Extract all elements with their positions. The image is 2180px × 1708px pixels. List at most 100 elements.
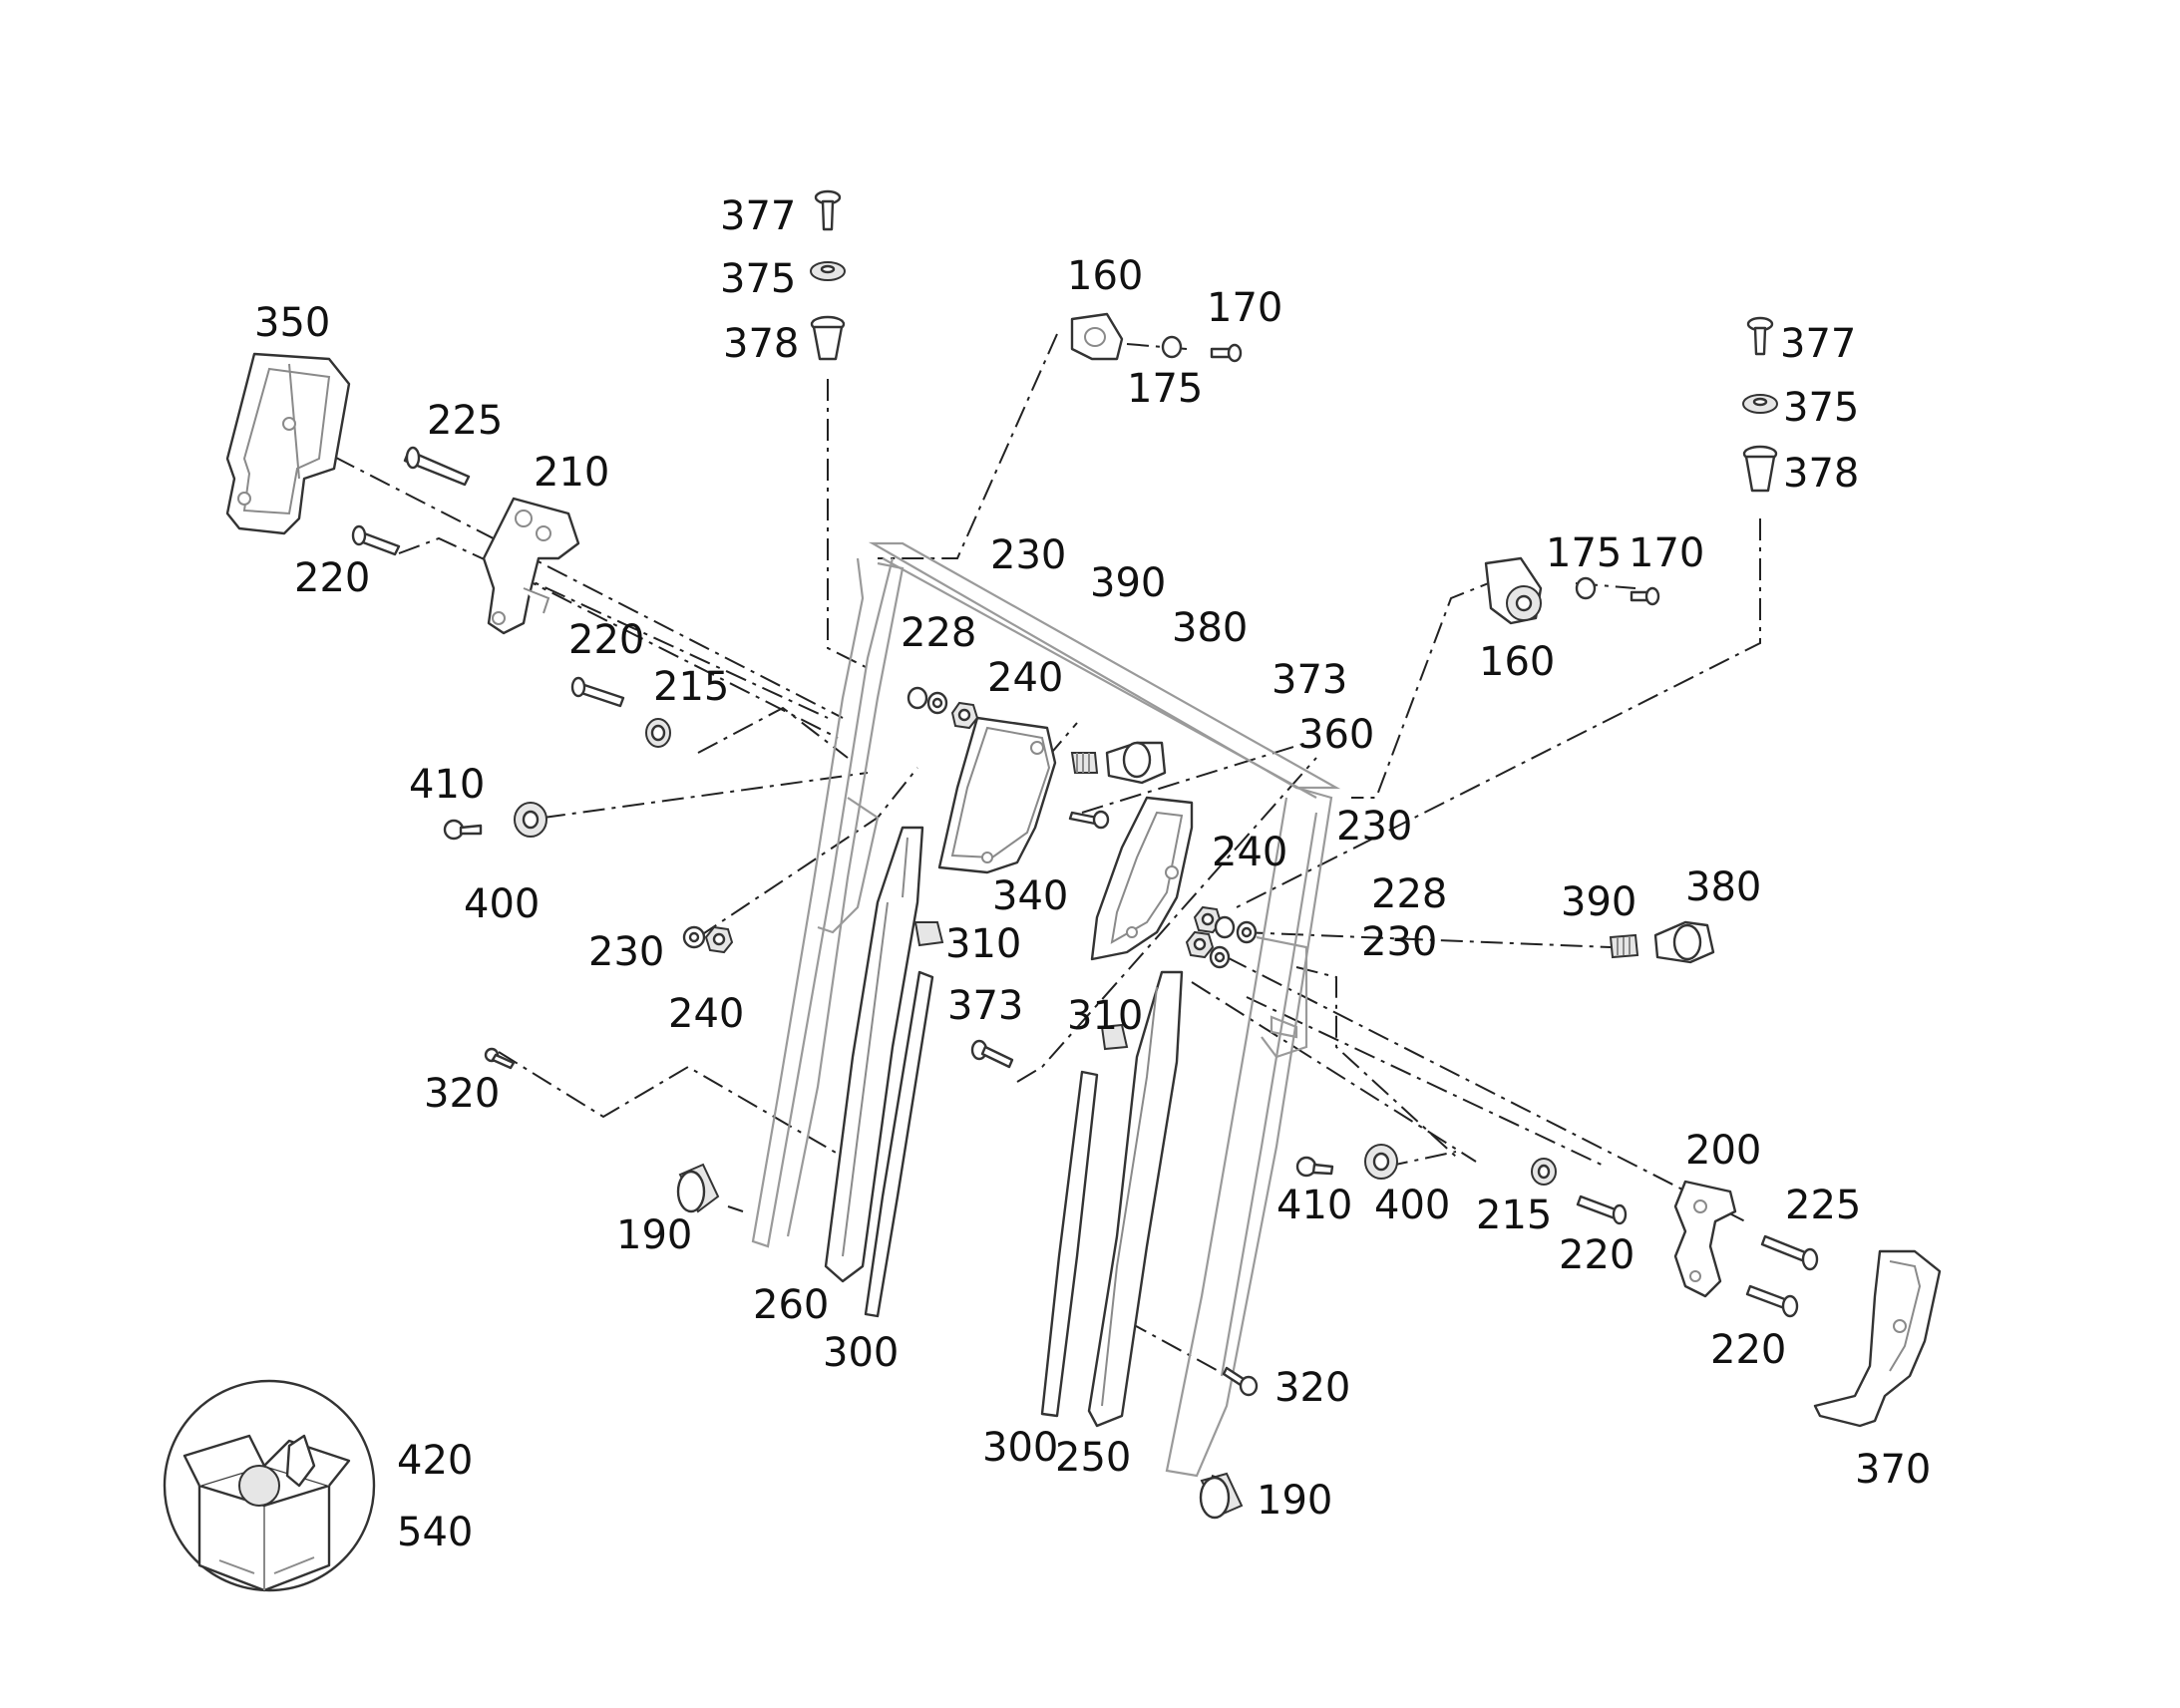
- nut-240-left: [704, 925, 734, 954]
- washer-230-right-b: [1209, 945, 1231, 969]
- callout-190: 190: [616, 1212, 692, 1258]
- callout-375: 375: [1783, 385, 1859, 431]
- callout-320: 320: [1274, 1365, 1350, 1411]
- washer-400-left: [514, 802, 547, 838]
- callout-230: 230: [1361, 919, 1437, 965]
- clip-310-right: [1100, 1023, 1129, 1051]
- spring-390-top: [1070, 752, 1099, 774]
- bushing-215-right: [1531, 1158, 1557, 1186]
- callout-380: 380: [1685, 864, 1761, 910]
- bushing-378-right: [1742, 445, 1778, 493]
- screw-225-left: [403, 446, 471, 487]
- screw-170-right: [1630, 586, 1660, 606]
- callout-220: 220: [1710, 1327, 1786, 1373]
- callout-225: 225: [427, 398, 503, 444]
- bracket-160-right: [1484, 556, 1543, 625]
- callout-378: 378: [1783, 451, 1859, 497]
- callout-378: 378: [723, 321, 799, 367]
- callout-410: 410: [1276, 1183, 1352, 1228]
- washer-400-right: [1364, 1144, 1398, 1180]
- left-window-frame: [751, 541, 1341, 1248]
- callout-160: 160: [1479, 639, 1555, 685]
- spring-390-right: [1609, 933, 1639, 959]
- rail-260: [824, 826, 924, 1283]
- washer-230-top: [926, 691, 948, 715]
- callout-320: 320: [424, 1071, 500, 1117]
- callout-210: 210: [534, 450, 609, 496]
- callout-300: 300: [982, 1425, 1058, 1471]
- callout-310: 310: [1067, 993, 1143, 1039]
- clip-310-left: [913, 921, 944, 947]
- callout-170: 170: [1207, 285, 1282, 331]
- washer-230-left: [682, 925, 706, 949]
- washer-228-left: [907, 686, 928, 710]
- cover-350: [225, 352, 351, 535]
- callout-540: 540: [397, 1510, 473, 1555]
- washer-375-left: [810, 261, 846, 281]
- callout-228: 228: [1371, 871, 1447, 917]
- callout-390: 390: [1090, 560, 1166, 606]
- parts-kit-box-icon: [163, 1379, 376, 1592]
- callout-230: 230: [588, 929, 664, 975]
- callout-240: 240: [1212, 830, 1287, 875]
- screw-220-left-a: [351, 524, 401, 556]
- bushing-378-left: [810, 315, 846, 361]
- callout-170: 170: [1629, 530, 1704, 576]
- callout-390: 390: [1561, 879, 1636, 925]
- nut-240-right-b: [1185, 930, 1215, 959]
- screw-220-left-b: [570, 676, 625, 708]
- bumper-190-left: [676, 1163, 720, 1213]
- callout-250: 250: [1055, 1435, 1131, 1481]
- callout-215: 215: [1476, 1193, 1552, 1238]
- callout-373: 373: [947, 983, 1023, 1029]
- callout-230: 230: [1336, 804, 1412, 850]
- callout-375: 375: [720, 256, 796, 302]
- washer-230-right-a: [1214, 915, 1236, 939]
- washer-228-right: [1236, 920, 1258, 944]
- callout-400: 400: [464, 881, 540, 927]
- seal-300-right: [1040, 1070, 1099, 1418]
- screw-220-right-a: [1576, 1195, 1628, 1225]
- callout-200: 200: [1685, 1128, 1761, 1174]
- callout-310: 310: [945, 921, 1021, 967]
- callout-380: 380: [1172, 605, 1248, 651]
- stopper-380-top: [1105, 741, 1167, 785]
- right-window-frame: [1165, 786, 1333, 1478]
- callout-225: 225: [1785, 1183, 1861, 1228]
- bumper-190-right: [1199, 1472, 1244, 1520]
- screw-373-top: [1068, 810, 1110, 830]
- callout-160: 160: [1067, 253, 1143, 299]
- callout-260: 260: [753, 1282, 829, 1328]
- screw-320-right: [1222, 1366, 1259, 1397]
- callout-360: 360: [1298, 712, 1374, 758]
- screw-225-right: [1760, 1234, 1819, 1271]
- callout-377: 377: [1780, 321, 1856, 367]
- hinge-210: [482, 497, 580, 635]
- callout-340: 340: [992, 873, 1068, 919]
- cover-370: [1813, 1249, 1942, 1428]
- callout-373: 373: [1272, 657, 1347, 703]
- washer-375-right: [1742, 394, 1778, 414]
- bracket-360: [1090, 796, 1194, 961]
- rail-250: [1087, 970, 1184, 1428]
- callout-377: 377: [720, 193, 796, 239]
- nut-240-top: [950, 701, 979, 730]
- callout-labels: 350 225 210 220 220 215 410 400 230 240 …: [254, 193, 1931, 1555]
- callout-350: 350: [254, 300, 330, 346]
- seal-300-left: [864, 970, 934, 1318]
- screw-220-right-b: [1745, 1284, 1799, 1318]
- callout-230: 230: [990, 532, 1066, 578]
- bushing-215-left: [645, 718, 671, 748]
- callout-220: 220: [294, 555, 370, 601]
- screw-410-left: [443, 819, 483, 841]
- callout-220: 220: [568, 617, 644, 663]
- callout-240: 240: [987, 655, 1063, 701]
- screw-320-left: [484, 1047, 516, 1070]
- leader-lines: [298, 333, 1761, 1482]
- callout-420: 420: [397, 1438, 473, 1484]
- callout-175: 175: [1127, 366, 1203, 412]
- callout-228: 228: [901, 610, 976, 656]
- stopper-380-right: [1653, 920, 1715, 964]
- hinge-200: [1673, 1180, 1737, 1298]
